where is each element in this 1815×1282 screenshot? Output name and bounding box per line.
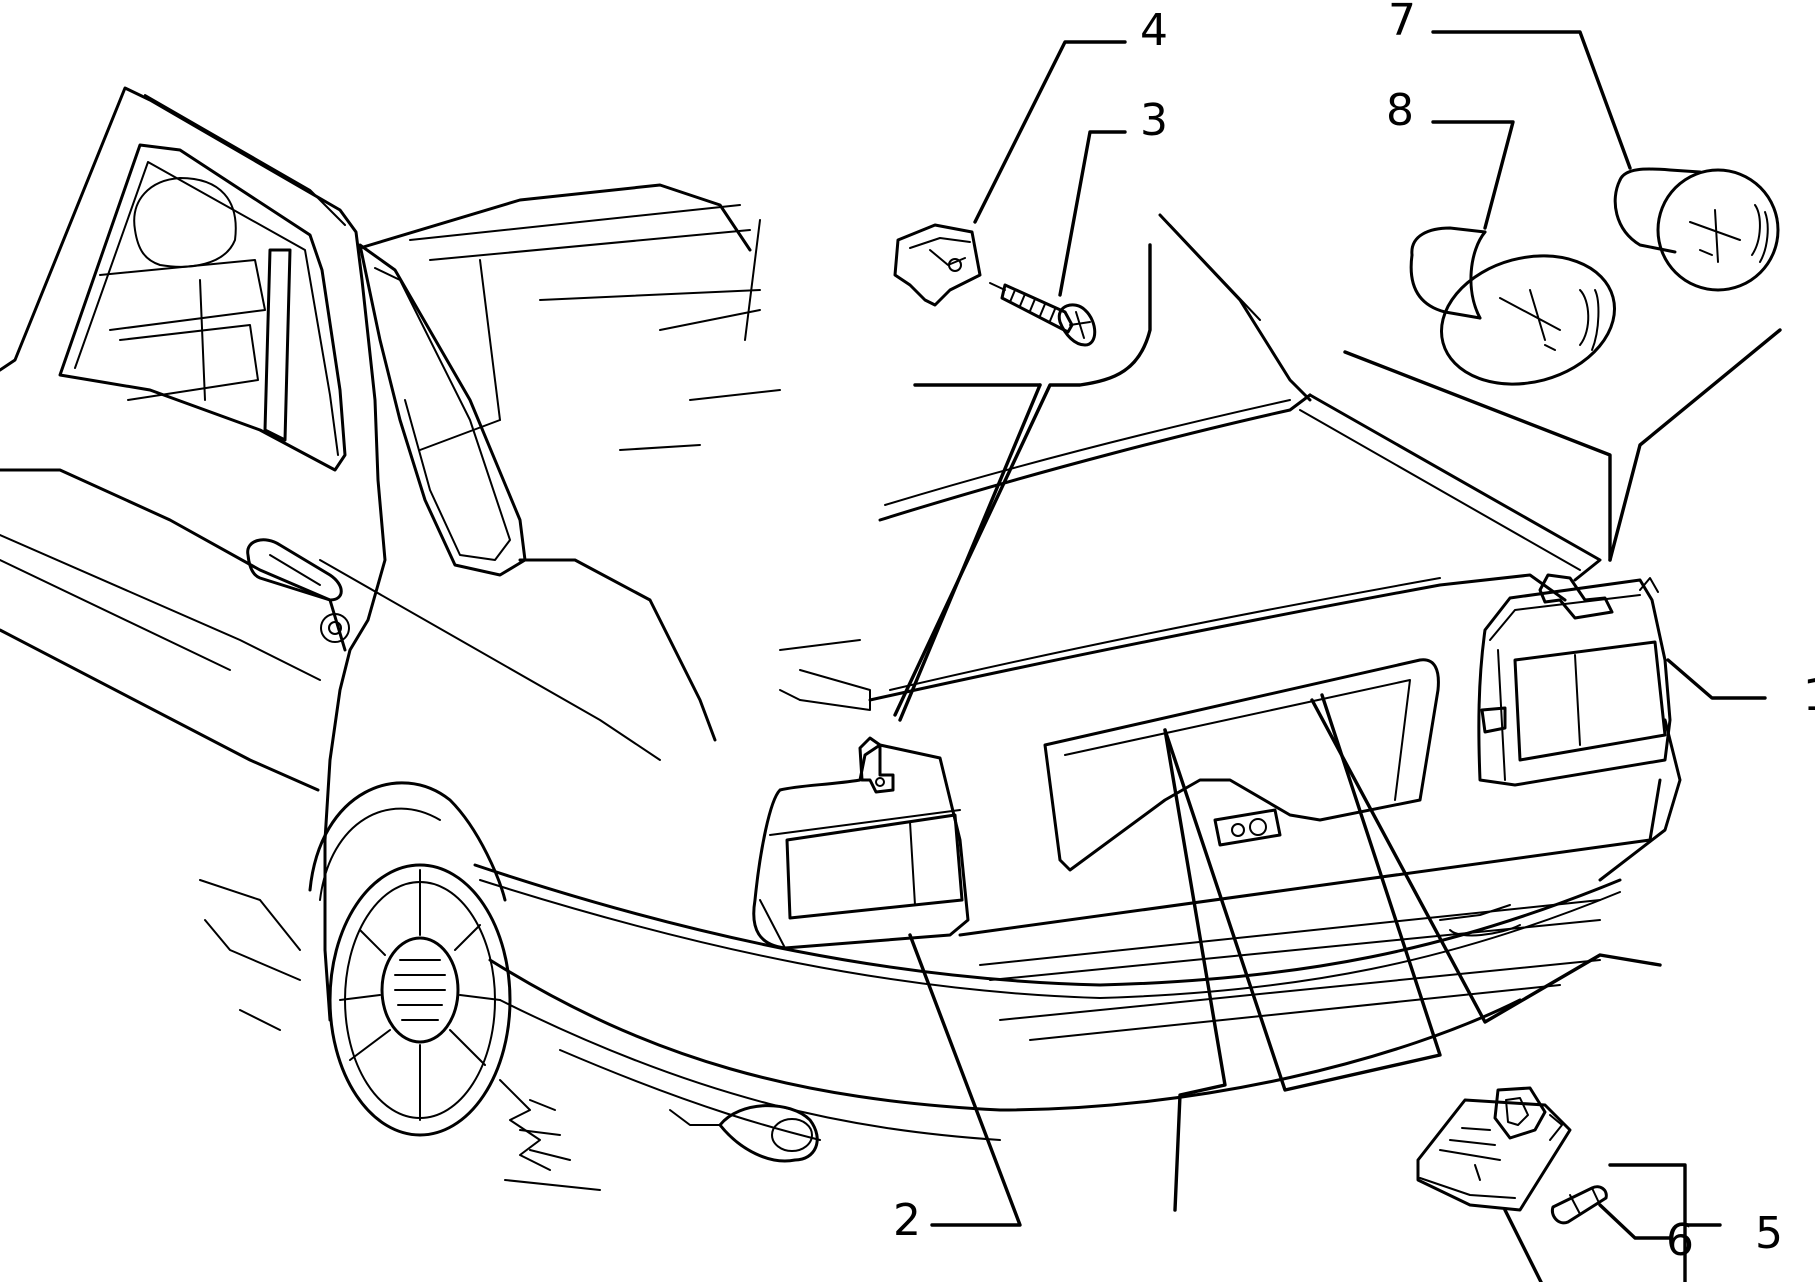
- left-tail-lamp: [752, 736, 970, 950]
- number-plate-lamp-part: [1416, 1086, 1572, 1212]
- clip-nut-part: [893, 223, 982, 307]
- screw-part: [989, 282, 1097, 347]
- callout-labels: 1 2 3 4 5 6 7 8: [893, 0, 1815, 1266]
- right-tail-lamp: [1477, 573, 1672, 787]
- callout-3: 3: [1140, 95, 1168, 146]
- leader-lines: [893, 30, 1782, 1282]
- callout-5: 5: [1755, 1208, 1783, 1259]
- bulb-8-part: [1409, 226, 1617, 386]
- bulb-7-part: [1613, 167, 1780, 292]
- callout-8: 8: [1386, 85, 1414, 136]
- callout-2: 2: [893, 1195, 921, 1246]
- car-body: [0, 86, 1682, 1191]
- tubular-bulb-part: [1550, 1185, 1608, 1225]
- callout-6: 6: [1666, 1215, 1694, 1266]
- callout-1: 1: [1803, 670, 1815, 721]
- callout-4: 4: [1140, 5, 1168, 56]
- callout-7: 7: [1388, 0, 1416, 46]
